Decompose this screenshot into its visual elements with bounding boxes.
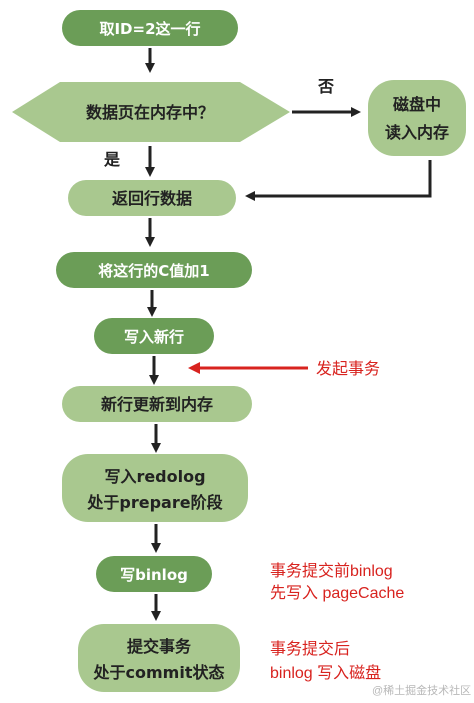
node-write-binlog: 写binlog (96, 556, 212, 592)
node-fetch-row: 取ID=2这一行 (62, 10, 238, 46)
commit-line2: 处于commit状态 (93, 663, 225, 682)
node-write-new-row: 写入新行 (94, 318, 214, 354)
watermark: @稀土掘金技术社区 (372, 683, 471, 697)
node-read-from-disk: 磁盘中 读入内存 (368, 80, 466, 156)
node-update-memory: 新行更新到内存 (62, 386, 252, 422)
read-disk-line2: 读入内存 (385, 123, 449, 142)
annotation-before-commit-line1: 事务提交前binlog (270, 562, 393, 580)
node-return-row: 返回行数据 (68, 180, 236, 216)
read-disk-line1: 磁盘中 (393, 95, 441, 114)
label-yes: 是 (103, 150, 120, 169)
arrow-disk-to-return (245, 160, 432, 201)
add-one-label: 将这行的C值加1 (98, 262, 209, 280)
annotation-after-commit-line1: 事务提交后 (270, 640, 350, 658)
update-memory-label: 新行更新到内存 (101, 395, 213, 414)
node-fetch-row-label: 取ID=2这一行 (99, 20, 200, 38)
annotation-after-commit-line2: binlog 写入磁盘 (270, 663, 381, 682)
commit-line1: 提交事务 (127, 637, 192, 656)
redolog-line1: 写入redolog (104, 467, 205, 486)
node-in-memory-decision: 数据页在内存中？ (12, 82, 290, 142)
write-new-row-label: 写入新行 (124, 328, 184, 346)
label-no: 否 (317, 77, 334, 96)
annotation-before-commit-line2: 先写入 pageCache (270, 584, 404, 602)
node-redolog-prepare: 写入redolog 处于prepare阶段 (62, 454, 248, 522)
write-binlog-label: 写binlog (120, 566, 188, 584)
node-add-one: 将这行的C值加1 (56, 252, 252, 288)
node-commit: 提交事务 处于commit状态 (78, 624, 240, 692)
return-row-label: 返回行数据 (112, 189, 192, 208)
redolog-line2: 处于prepare阶段 (86, 493, 223, 512)
decision-label: 数据页在内存中？ (86, 103, 214, 122)
annotation-start-transaction: 发起事务 (316, 360, 380, 378)
